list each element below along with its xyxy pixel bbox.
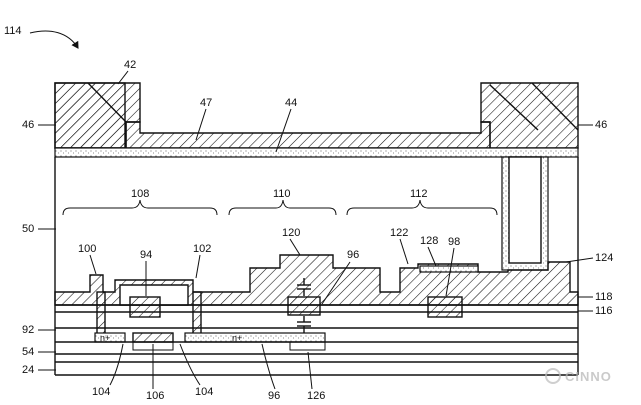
label-92: 92 — [22, 324, 34, 336]
label-nplus-right: n+ — [232, 333, 242, 343]
gate-94 — [129, 296, 161, 318]
label-50: 50 — [22, 223, 34, 235]
label-124: 124 — [595, 252, 613, 264]
active-region-106 — [132, 332, 174, 343]
watermark-logo: CINNO — [545, 368, 612, 384]
label-120: 120 — [282, 227, 300, 239]
ref-114-arrow — [29, 30, 79, 49]
brace-110 — [228, 199, 337, 216]
watermark-text: CINNO — [565, 369, 612, 384]
label-126: 126 — [307, 390, 325, 402]
label-94: 94 — [140, 249, 152, 261]
label-104-right: 104 — [195, 386, 213, 398]
label-24: 24 — [22, 364, 34, 376]
layer-47-cover — [125, 121, 491, 149]
label-47: 47 — [200, 97, 212, 109]
nplus-right-region — [184, 332, 326, 343]
label-118: 118 — [595, 291, 613, 303]
label-104-left: 104 — [92, 386, 110, 398]
layer-128 — [419, 265, 479, 273]
label-44: 44 — [285, 97, 297, 109]
label-102: 102 — [193, 243, 211, 255]
label-116: 116 — [595, 305, 613, 317]
label-106: 106 — [146, 390, 164, 402]
label-96-bottom: 96 — [268, 390, 280, 402]
layer-44-stipple — [54, 147, 579, 158]
label-54: 54 — [22, 346, 34, 358]
label-nplus-left: n+ — [100, 333, 110, 343]
brace-108 — [62, 199, 218, 216]
label-96-top: 96 — [347, 249, 359, 261]
capacitor-symbol-lower — [297, 316, 311, 333]
capacitor-symbol-upper — [297, 278, 311, 296]
label-98: 98 — [448, 236, 460, 248]
label-42: 42 — [124, 59, 136, 71]
label-46-left: 46 — [22, 119, 34, 131]
cap-electrode — [287, 296, 321, 316]
ref-114-label: 114 — [4, 25, 22, 37]
label-112: 112 — [410, 188, 428, 200]
brace-112 — [346, 199, 498, 216]
label-46-right: 46 — [595, 119, 607, 131]
label-100: 100 — [78, 243, 96, 255]
gate-98 — [427, 296, 463, 318]
label-128: 128 — [420, 235, 438, 247]
label-122: 122 — [390, 227, 408, 239]
buried-126 — [289, 342, 326, 351]
label-110: 110 — [273, 188, 291, 200]
label-108: 108 — [131, 188, 149, 200]
